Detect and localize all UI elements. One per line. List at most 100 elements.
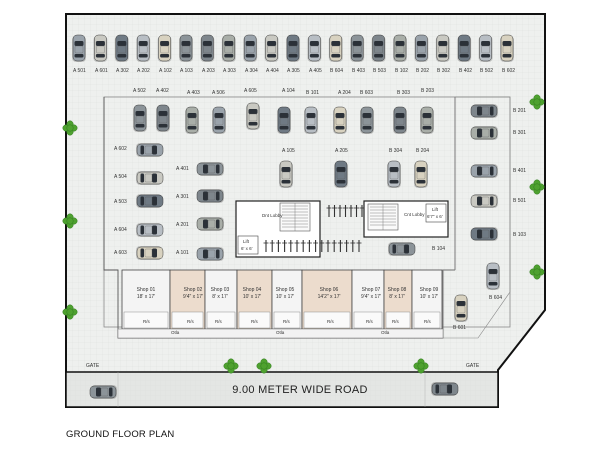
car-icon xyxy=(277,106,291,134)
car-icon xyxy=(333,106,347,134)
tree-icon xyxy=(62,304,78,320)
tree-icon xyxy=(62,213,78,229)
car-icon xyxy=(328,34,343,62)
parking-label: A 404 xyxy=(266,68,279,74)
bike-icon xyxy=(350,240,356,252)
road-label: 9.00 METER WIDE ROAD xyxy=(232,384,368,396)
lift-right-size: 6'7" x 6' xyxy=(427,214,443,219)
bike-icon xyxy=(359,205,365,217)
parking-label: B 502 xyxy=(480,68,494,74)
shop-size: 10' x 17' xyxy=(419,294,439,300)
restroom-label: R/s xyxy=(327,319,334,324)
car-icon xyxy=(486,262,500,290)
parking-label: A 401 xyxy=(176,166,189,172)
car-icon xyxy=(136,143,164,157)
car-icon xyxy=(470,126,498,140)
car-icon xyxy=(136,194,164,208)
restroom-label: R/s xyxy=(143,319,150,324)
bike-icon xyxy=(331,240,337,252)
parking-label: A 101 xyxy=(176,250,189,256)
car-icon xyxy=(196,189,224,203)
shop-size: 9'4" x 17' xyxy=(360,294,382,300)
parking-label: A 602 xyxy=(114,146,127,152)
shop-unit xyxy=(204,269,238,330)
parking-label: B 603 xyxy=(360,90,374,96)
parking-label: B 403 xyxy=(352,68,366,74)
tree-icon xyxy=(256,358,272,374)
tree-icon xyxy=(529,94,545,110)
parking-label: B 601 xyxy=(453,325,467,331)
gate-label: GATE xyxy=(466,363,480,369)
parking-label: A 105 xyxy=(282,148,295,154)
shop-strip xyxy=(121,269,443,330)
car-icon xyxy=(350,34,365,62)
bike-icon xyxy=(288,240,294,252)
car-icon xyxy=(200,34,215,62)
shop-name: Shop 08 xyxy=(387,287,407,293)
shop-unit xyxy=(236,269,273,330)
parking-label: B 602 xyxy=(502,68,516,74)
shop-size: 10' x 17' xyxy=(242,294,262,300)
lift-left-label: Lift xyxy=(243,239,250,244)
parking-label: B 203 xyxy=(421,88,435,94)
shop-name: Shop 05 xyxy=(275,287,295,293)
car-icon xyxy=(420,106,434,134)
restroom-label: R/s xyxy=(392,319,399,324)
bike-icon xyxy=(348,205,354,217)
shop-size: 10' x 17' xyxy=(275,294,295,300)
car-icon xyxy=(157,34,172,62)
car-icon xyxy=(454,294,468,322)
shop-unit xyxy=(351,269,385,330)
parking-label: A 501 xyxy=(73,68,86,74)
shop-name: Shop 02 xyxy=(183,287,203,293)
shop-unit xyxy=(383,269,413,330)
parking-label: B 103 xyxy=(513,232,527,238)
parking-label: B 604 xyxy=(330,68,344,74)
car-icon xyxy=(388,242,416,256)
tree-icon xyxy=(62,120,78,136)
bike-icon xyxy=(319,240,325,252)
car-icon xyxy=(470,104,498,118)
car-icon xyxy=(196,162,224,176)
parking-label: A 503 xyxy=(114,199,127,205)
car-icon xyxy=(136,171,164,185)
parking-label: A 302 xyxy=(116,68,129,74)
bike-icon xyxy=(300,240,306,252)
tree-icon xyxy=(223,358,239,374)
bike-icon xyxy=(356,240,362,252)
car-icon xyxy=(93,34,108,62)
road xyxy=(65,371,499,408)
car-icon xyxy=(196,217,224,231)
right-core xyxy=(363,200,449,238)
parking-label: B 402 xyxy=(459,68,473,74)
car-icon xyxy=(243,34,258,62)
car-icon xyxy=(136,34,151,62)
bike-icon xyxy=(269,240,275,252)
bike-icon xyxy=(294,240,300,252)
car-icon xyxy=(264,34,279,62)
parking-label: A 303 xyxy=(223,68,236,74)
car-icon xyxy=(72,34,86,62)
car-icon xyxy=(387,160,401,188)
restroom-label: R/s xyxy=(251,319,258,324)
parking-label: A 304 xyxy=(245,68,258,74)
shop-unit xyxy=(271,269,303,330)
parking-label: A 405 xyxy=(309,68,322,74)
shop-unit xyxy=(411,269,443,330)
car-icon xyxy=(414,160,428,188)
car-icon xyxy=(114,34,129,62)
shop-name: Shop 01 xyxy=(136,287,156,293)
lift-right-label: Lift xyxy=(432,207,439,212)
bike-icon xyxy=(344,240,350,252)
car-icon xyxy=(393,106,407,134)
tree-icon xyxy=(529,179,545,195)
parking-label: B 201 xyxy=(513,108,527,114)
car-icon xyxy=(457,34,472,62)
car-icon xyxy=(500,34,514,62)
bike-icon xyxy=(282,240,288,252)
car-icon xyxy=(246,102,260,130)
bike-icon xyxy=(313,240,319,252)
shop-name: Shop 04 xyxy=(242,287,262,293)
otla-label: Otla xyxy=(171,330,180,335)
